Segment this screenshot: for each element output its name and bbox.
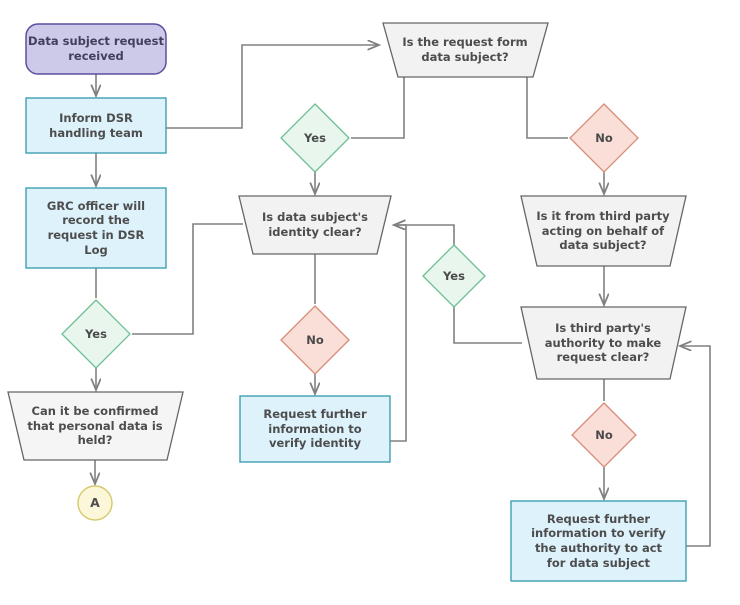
node-shape-third-party[interactable] bbox=[520, 195, 687, 267]
node-shape-authority-clear[interactable] bbox=[520, 306, 687, 380]
node-shape-connector-a[interactable] bbox=[77, 485, 113, 521]
node-shape-confirmed[interactable] bbox=[7, 391, 184, 461]
node-shape-start[interactable] bbox=[25, 23, 167, 75]
node-shape-yes-left[interactable] bbox=[61, 299, 131, 369]
edge-yes-left-to-identity-clear bbox=[132, 223, 243, 335]
node-shape-no-bottom-right[interactable] bbox=[571, 402, 637, 468]
node-shape-verify-authority[interactable] bbox=[510, 500, 687, 582]
edge-yes-right-to-identity-clear bbox=[394, 225, 455, 245]
node-shape-no-mid[interactable] bbox=[280, 305, 350, 375]
edge-request-form-to-no bbox=[526, 77, 568, 139]
node-shape-yes-mid-top[interactable] bbox=[280, 103, 350, 173]
node-shape-verify-identity[interactable] bbox=[239, 395, 391, 463]
node-shape-inform[interactable] bbox=[25, 97, 167, 154]
node-shape-identity-clear[interactable] bbox=[238, 195, 392, 255]
node-shape-request-form[interactable] bbox=[382, 22, 549, 78]
edge-verify-authority-loop bbox=[680, 346, 711, 547]
node-shape-yes-mid-right[interactable] bbox=[422, 244, 486, 308]
edge-yes-right-to-authority bbox=[453, 307, 522, 344]
edge-request-form-to-yes bbox=[351, 77, 405, 139]
node-shape-grc[interactable] bbox=[25, 187, 167, 269]
node-shape-no-right-top[interactable] bbox=[569, 103, 639, 173]
edge-inform-to-request-form bbox=[166, 45, 379, 129]
